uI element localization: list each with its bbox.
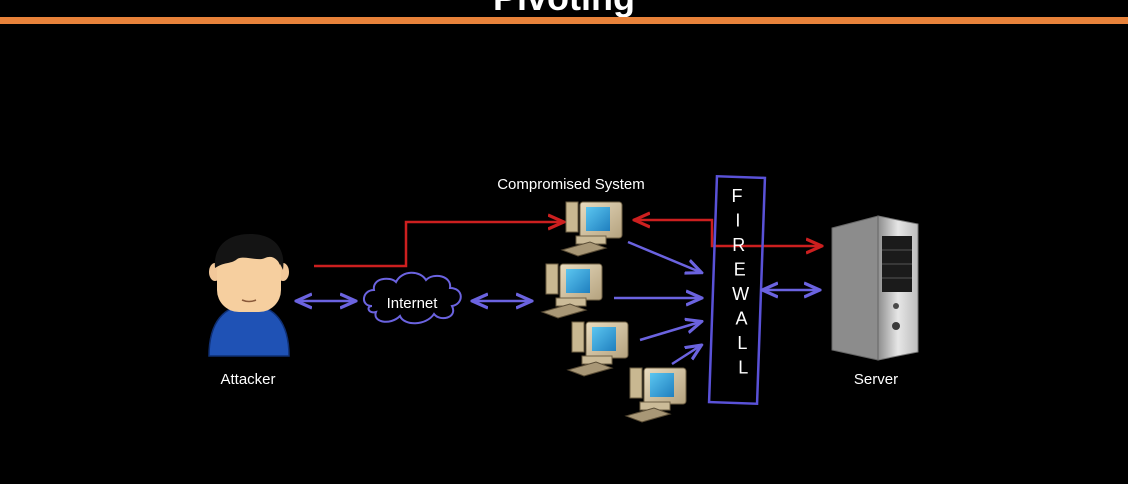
- system-to-firewall-arrow: [671, 346, 700, 366]
- internet-label: Internet: [387, 295, 439, 312]
- cloud-icon: [363, 271, 462, 325]
- firewall-letter: I: [735, 211, 740, 231]
- firewall-letter: R: [732, 235, 745, 255]
- firewall-letter: L: [738, 358, 748, 378]
- desktop-computer-icon: [540, 263, 603, 319]
- firewall-letter: W: [732, 284, 749, 304]
- attacker-to-compromised-path: [314, 222, 562, 268]
- firewall-letter: L: [737, 333, 747, 353]
- desktop-computer-icon: [566, 321, 629, 377]
- attacker-label: Attacker: [220, 371, 275, 388]
- firewall-letter: A: [735, 309, 747, 329]
- slide-title: Pivoting: [0, 0, 1128, 18]
- desktop-computer-icon: [560, 201, 623, 257]
- attacker-icon: [208, 234, 290, 357]
- desktop-computer-icon: [624, 367, 687, 423]
- compromised-system-label: Compromised System: [497, 176, 645, 193]
- title-divider: [0, 17, 1128, 24]
- pivot-to-server-path: [636, 220, 820, 246]
- system-to-firewall-arrow: [639, 322, 700, 342]
- firewall-letter: E: [734, 260, 746, 280]
- server-tower-icon: [831, 215, 919, 361]
- server-label: Server: [854, 371, 898, 388]
- system-to-firewall-arrow: [627, 240, 700, 272]
- firewall-letter: F: [732, 186, 743, 206]
